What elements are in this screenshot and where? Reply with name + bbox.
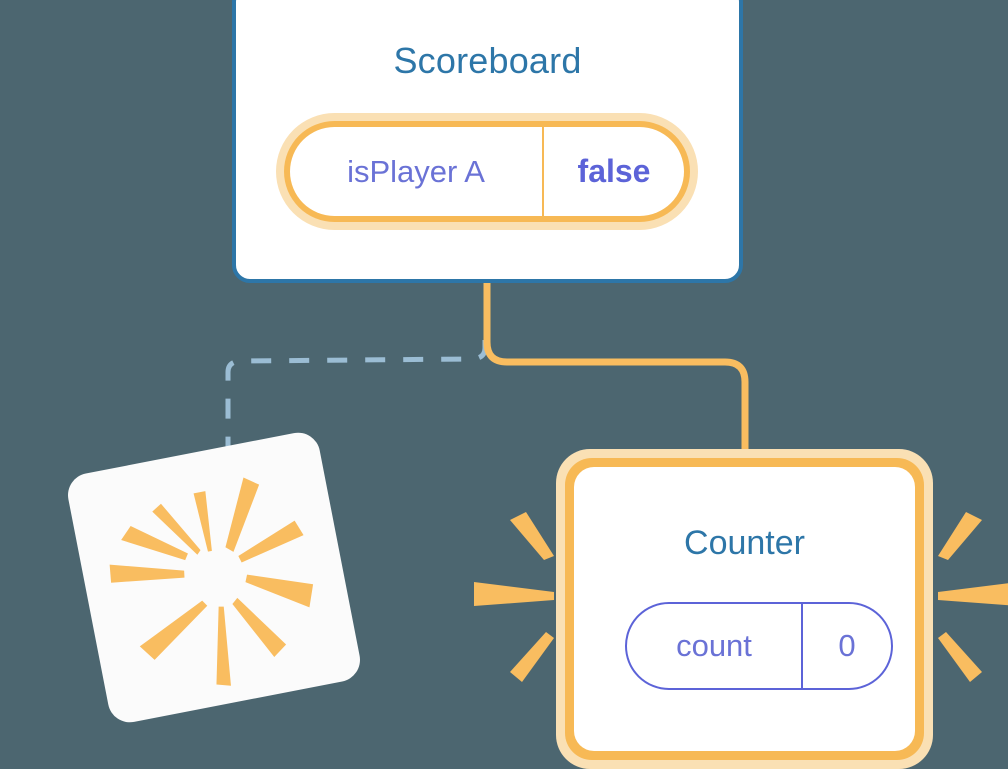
scoreboard-card[interactable]: Scoreboard isPlayer A false — [232, 0, 743, 283]
burst-ray — [245, 574, 314, 608]
scoreboard-pill-value: false — [577, 153, 651, 189]
counter-ray — [938, 632, 982, 682]
blank-tilted-card[interactable] — [64, 428, 364, 727]
burst-ray — [109, 564, 185, 583]
burst-ray — [152, 503, 201, 555]
burst-ray — [238, 520, 304, 563]
counter-ray — [510, 512, 554, 560]
burst-ray — [232, 597, 287, 657]
counter-ray — [510, 632, 554, 682]
scoreboard-pill-ring: isPlayer A false — [284, 121, 690, 222]
burst-ray — [216, 606, 231, 686]
counter-pill-divider — [801, 604, 803, 688]
scoreboard-pill-label: isPlayer A — [347, 153, 485, 189]
scoreboard-pill-body: isPlayer A false — [290, 127, 684, 216]
burst-ray — [121, 525, 188, 561]
counter-rays-left-icon — [474, 512, 554, 682]
orange-connector-path — [483, 276, 749, 470]
scoreboard-state-pill[interactable]: isPlayer A false — [276, 113, 698, 230]
burst-ray — [193, 491, 212, 552]
counter-ray — [938, 512, 982, 560]
counter-ray — [474, 582, 554, 606]
counter-rays-right-icon — [938, 512, 1008, 682]
counter-pill-value: 0 — [838, 628, 856, 663]
burst-ray — [139, 600, 208, 660]
counter-card[interactable]: Counter count 0 — [556, 449, 933, 769]
counter-ray — [938, 583, 1008, 606]
scoreboard-title: Scoreboard — [393, 40, 582, 81]
counter-card-body: Counter count 0 — [574, 467, 915, 751]
counter-card-ring: Counter count 0 — [565, 458, 924, 760]
counter-pill-label: count — [676, 628, 752, 663]
tilted-card-burst-icon — [109, 477, 314, 686]
counter-state-pill[interactable]: count 0 — [625, 602, 893, 690]
scoreboard-pill-divider — [542, 127, 544, 216]
counter-title: Counter — [684, 524, 805, 562]
diagram-canvas: Scoreboard isPlayer A false — [64, 0, 1008, 769]
burst-ray — [225, 477, 260, 552]
